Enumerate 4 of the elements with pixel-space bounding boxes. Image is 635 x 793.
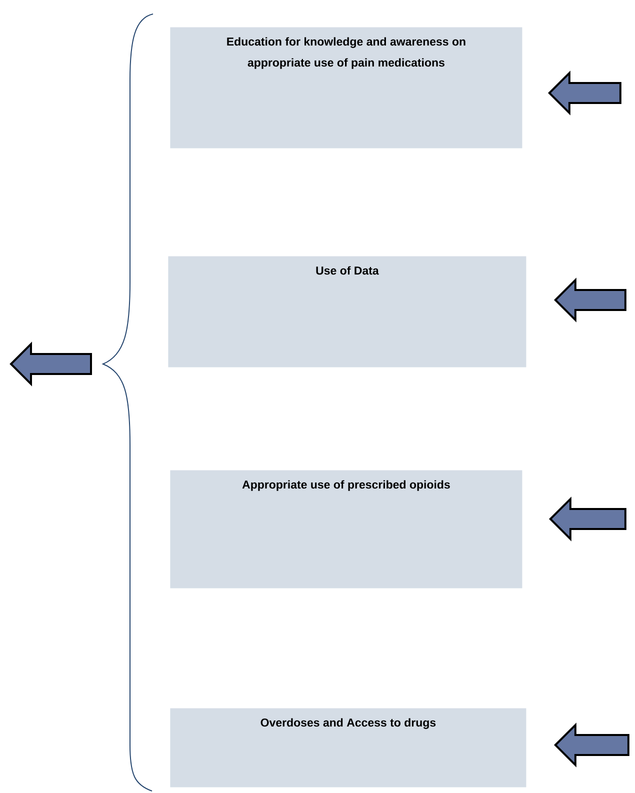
text-box: Use of Data (168, 256, 526, 368)
text-box: Overdoses and Access to drugs (170, 708, 526, 788)
text-box: Appropriate use of prescribed opioids (170, 470, 522, 588)
text-box: Education for knowledge and awareness on appropriate use of pain medications (170, 27, 522, 148)
